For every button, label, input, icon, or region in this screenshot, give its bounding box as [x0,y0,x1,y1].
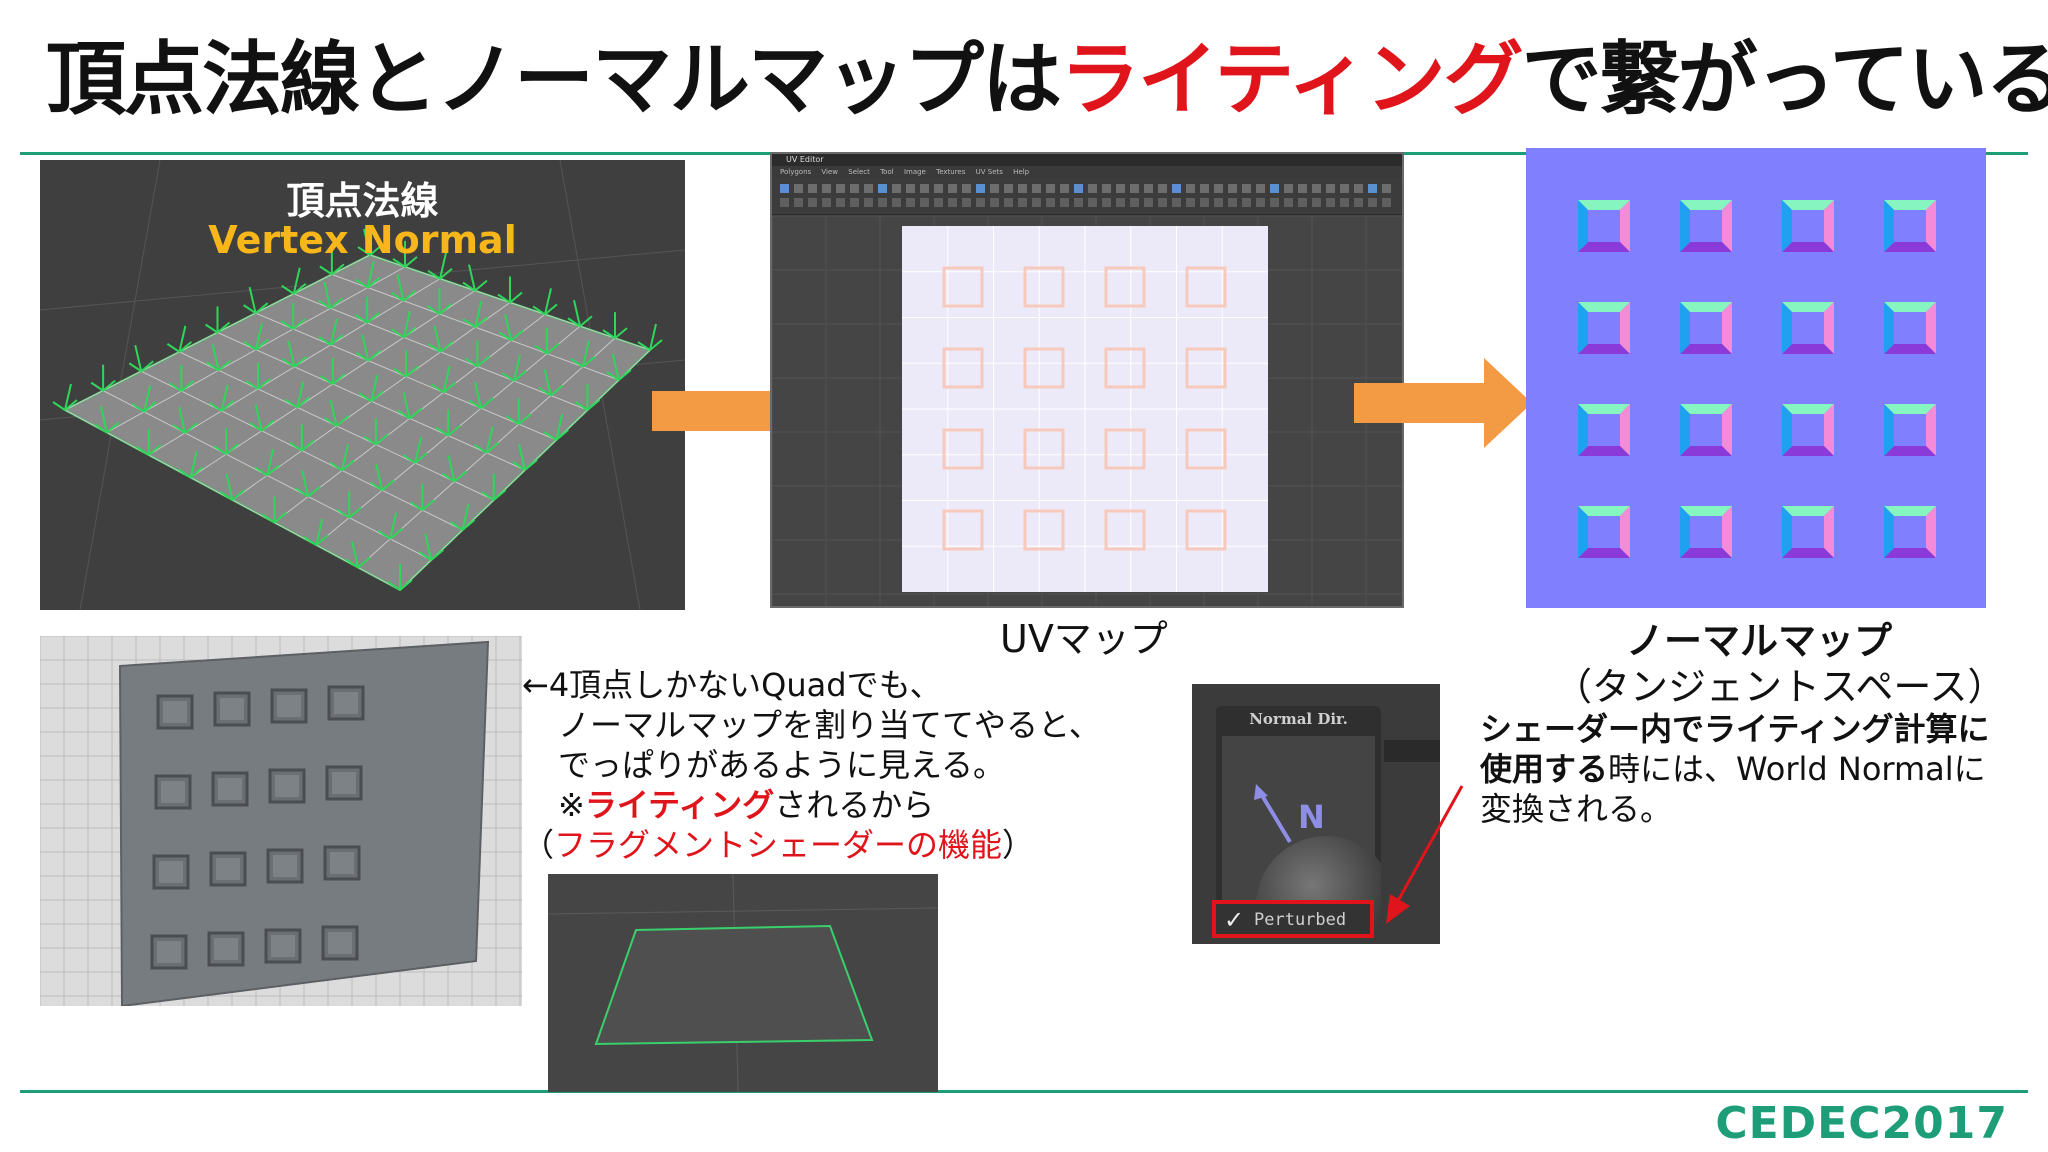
normal-map-caption: ノーマルマップ [1626,619,1893,663]
normal-map-bump-tile [1578,302,1630,354]
perturbed-checkbox-label: Perturbed [1254,910,1347,930]
red-pointer-arrow [1386,785,1464,924]
node-n-glyph: N [1298,798,1325,836]
node-output-socket [1384,740,1440,762]
title-part2: で繋がっている [1521,33,2048,126]
normal-map-subcaption: （タンジェントスペース） [1554,665,2006,709]
normal-dir-node: Normal Dir. N [1216,706,1381,928]
quad-note-line5-close: ） [1002,826,1035,864]
quad-note-line4-highlight: ライティング [584,786,775,824]
shader-note-line2-rest: 時には、World Normalに [1608,750,1986,788]
normal-map-texture [1526,148,1986,608]
quad-note-line4-prefix: ※ [558,786,585,824]
normal-map-bump-tile [1578,506,1630,558]
bumped-plane-viewport [40,636,522,1006]
menu-view[interactable]: View [821,168,839,176]
normal-map-bump-tile [1884,506,1936,558]
normal-map-bump-tile [1680,404,1732,456]
quad-note-line3: でっぱりがあるように見える。 [558,746,1006,784]
vertex-label-en: Vertex Normal [208,218,517,262]
normal-map-bump-tile [1578,200,1630,252]
uv-editor-menubar: Polygons View Select Tool Image Textures… [772,166,1402,178]
shader-note-line1: シェーダー内でライティング計算に [1480,710,1990,748]
uv-map-caption: UVマップ [1000,617,1168,661]
node-title: Normal Dir. [1249,710,1348,728]
normal-map-bump-tile [1782,404,1834,456]
normal-map-bump-tile [1884,302,1936,354]
normal-map-bump-tile [1884,200,1936,252]
perturbed-highlight-box[interactable]: ✓ Perturbed [1212,900,1374,938]
uv-islands [902,226,1268,592]
bottom-rule [20,1090,2028,1093]
quad-note-line5-open: （ [522,826,555,864]
menu-help[interactable]: Help [1013,168,1030,176]
normal-map-bump-tile [1680,506,1732,558]
arrow-to-normal-map [1354,358,1532,448]
shader-node-panel: Normal Dir. N ✓ Perturbed [1192,684,1440,944]
normal-map-bump-tile [1680,302,1732,354]
quad-note-line4: ※ライティングされるから [558,780,934,826]
quad-note-line1: ←4頂点しかないQuadでも、 [522,666,942,704]
quad-note-line4-suffix: されるから [774,786,935,824]
shader-note-line3: 変換される。 [1480,790,1673,828]
menu-image[interactable]: Image [903,168,926,176]
normal-map-bump-tile [1578,404,1630,456]
quad-scene [548,874,938,1092]
menu-polygons[interactable]: Polygons [780,168,812,176]
shader-note-line2-bold: 使用する [1480,750,1609,788]
quad-note-line2: ノーマルマップを割り当ててやると、 [558,706,1101,744]
vertex-normal-viewport: 頂点法線 Vertex Normal [40,160,685,610]
uv-editor-toolbar [772,178,1402,215]
cedec-logo: CEDEC2017 [1715,1098,2008,1149]
normal-map-bump-tile [1782,200,1834,252]
normal-map-bump-tile [1680,200,1732,252]
quad-note-line5: （フラグメントシェーダーの機能） [522,820,1034,866]
bumped-plane-scene [40,636,522,1006]
slide-title: 頂点法線とノーマルマップはライティングで繋がっている [46,30,2048,130]
perturbed-checkbox-icon[interactable]: ✓ [1224,906,1245,934]
uv-layout-square [902,226,1268,592]
quad-note-line5-highlight: フラグメントシェーダーの機能 [554,826,1003,864]
uv-editor-titlebar: UV Editor [772,154,1402,166]
menu-textures[interactable]: Textures [936,168,966,176]
normal-map-bump-tile [1782,302,1834,354]
vertex-normal-mesh [40,160,685,610]
menu-tool[interactable]: Tool [880,168,894,176]
uv-canvas[interactable] [772,216,1402,606]
menu-uv-sets[interactable]: UV Sets [975,168,1003,176]
shader-note-line2: 使用する時には、World Normalに [1480,744,1986,790]
uv-editor-window: UV Editor Polygons View Select Tool Imag… [770,152,1404,608]
quad-viewport [548,874,938,1092]
normal-map-bump-tile [1884,404,1936,456]
menu-select[interactable]: Select [848,168,870,176]
title-part1: 頂点法線とノーマルマップは [46,33,1062,126]
uv-toolbar-icons [780,184,1391,207]
title-highlight: ライティング [1060,33,1524,126]
vertex-label-jp: 頂点法線 [286,179,439,223]
normal-map-bump-tile [1782,506,1834,558]
